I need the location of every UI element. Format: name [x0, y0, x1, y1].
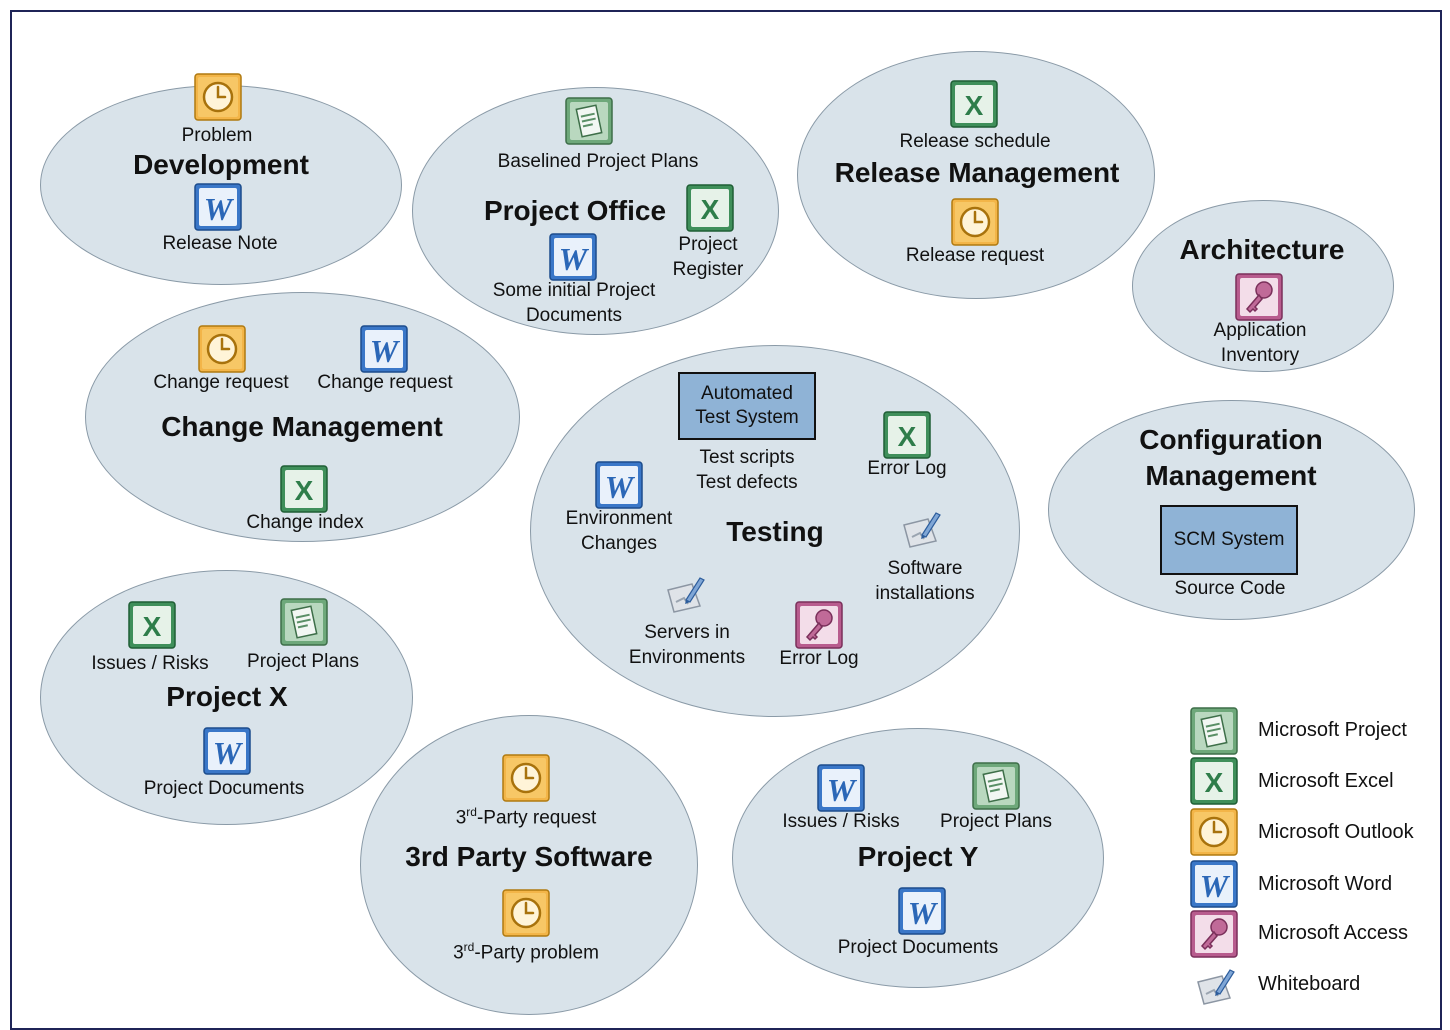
project-docs-y-label: Project Documents: [837, 937, 999, 958]
excel-icon: [950, 80, 998, 128]
whiteboard-icon: [662, 570, 710, 618]
testing-title: Testing: [726, 516, 824, 547]
error-log-access-label: Error Log: [779, 648, 859, 669]
word-icon: [898, 887, 946, 935]
problem-label: Problem: [181, 125, 253, 146]
legend-access-label: Microsoft Access: [1258, 922, 1409, 944]
configuration-title-2: Management: [1145, 460, 1317, 491]
project-icon: [1190, 707, 1238, 755]
excel-icon: [883, 411, 931, 459]
third-party-problem-pre: 3: [453, 942, 464, 964]
development-title: Development: [133, 149, 309, 180]
ats-label-1: Automated: [701, 383, 793, 404]
software-installations-label-2: installations: [875, 583, 975, 604]
change-index-label: Change index: [246, 512, 364, 533]
third-party-request-label: 3rd-Party request: [416, 800, 636, 830]
project-register-label-2: Register: [672, 259, 744, 280]
application-inventory-label-1: Application: [1213, 320, 1307, 341]
project-plans-x-label: Project Plans: [247, 651, 359, 672]
access-icon: [1190, 910, 1238, 958]
outlook-icon: [1190, 808, 1238, 856]
outlook-icon: [194, 73, 242, 121]
scm-system-box: SCM System: [1160, 505, 1298, 575]
project-x-title: Project X: [166, 681, 288, 712]
third-party-request-pre: 3: [455, 807, 467, 829]
project-register-label-1: Project: [678, 234, 738, 255]
release-request-label: Release request: [905, 245, 1045, 266]
outlook-icon: [951, 198, 999, 246]
release-schedule-label: Release schedule: [899, 131, 1051, 152]
group-change-management: [85, 292, 520, 542]
environment-changes-label-1: Environment: [565, 508, 673, 529]
test-defects-label: Test defects: [696, 472, 798, 493]
access-icon: [795, 601, 843, 649]
environment-changes-label-2: Changes: [580, 533, 658, 554]
legend-outlook-label: Microsoft Outlook: [1258, 821, 1414, 843]
baselined-plans-label: Baselined Project Plans: [497, 151, 699, 172]
word-icon: [595, 461, 643, 509]
software-installations-label-1: Software: [887, 558, 963, 579]
project-icon: [280, 598, 328, 646]
excel-icon: [1190, 757, 1238, 805]
change-request-word-label: Change request: [317, 372, 453, 393]
third-party-title: 3rd Party Software: [405, 841, 653, 872]
outlook-icon: [502, 889, 550, 937]
issues-risks-x-label: Issues / Risks: [91, 653, 209, 674]
outlook-icon: [198, 325, 246, 373]
issues-risks-y-label: Issues / Risks: [782, 811, 900, 832]
configuration-title-1: Configuration: [1139, 424, 1323, 455]
servers-label-1: Servers in: [644, 622, 730, 643]
project-icon: [972, 762, 1020, 810]
excel-icon: [280, 465, 328, 513]
word-icon: [817, 764, 865, 812]
third-party-request-sup: rd: [466, 805, 477, 819]
application-inventory-label-2: Inventory: [1220, 345, 1300, 366]
word-icon: [360, 325, 408, 373]
excel-icon: [128, 601, 176, 649]
test-scripts-label: Test scripts: [699, 447, 795, 468]
third-party-problem-sup: rd: [463, 940, 475, 954]
whiteboard-icon: [898, 505, 946, 553]
outlook-icon: [502, 754, 550, 802]
change-request-outlook-label: Change request: [153, 372, 289, 393]
group-project-x: [40, 570, 413, 825]
legend-word-label: Microsoft Word: [1258, 873, 1393, 895]
change-management-title: Change Management: [161, 411, 443, 442]
third-party-request-post: -Party request: [476, 807, 597, 829]
third-party-problem-label: 3rd-Party problem: [416, 935, 636, 965]
servers-label-2: Environments: [628, 647, 746, 668]
initial-docs-label-1: Some initial Project: [492, 280, 656, 301]
project-icon: [565, 97, 613, 145]
word-icon: [549, 233, 597, 281]
word-icon: [194, 183, 242, 231]
legend-excel-label: Microsoft Excel: [1258, 770, 1394, 792]
word-icon: [1190, 860, 1238, 908]
access-icon: [1235, 273, 1283, 321]
project-docs-x-label: Project Documents: [143, 778, 305, 799]
third-party-problem-post: -Party problem: [474, 942, 599, 964]
whiteboard-icon: [1192, 962, 1240, 1010]
automated-test-system-box: Automated Test System: [678, 372, 816, 440]
excel-icon: [686, 184, 734, 232]
scm-label: SCM System: [1173, 529, 1285, 550]
ats-label-2: Test System: [695, 407, 799, 428]
legend-whiteboard-label: Whiteboard: [1258, 973, 1361, 995]
architecture-title: Architecture: [1179, 234, 1345, 265]
project-plans-y-label: Project Plans: [940, 811, 1052, 832]
release-management-title: Release Management: [834, 157, 1120, 188]
error-log-excel-label: Error Log: [867, 458, 947, 479]
group-project-y: [732, 728, 1104, 988]
initial-docs-label-2: Documents: [525, 305, 623, 326]
legend-project-label: Microsoft Project: [1258, 719, 1407, 741]
release-note-label: Release Note: [162, 233, 278, 254]
source-code-label: Source Code: [1174, 578, 1286, 599]
project-y-title: Project Y: [857, 841, 979, 872]
word-icon: [203, 727, 251, 775]
project-office-title: Project Office: [483, 195, 667, 226]
